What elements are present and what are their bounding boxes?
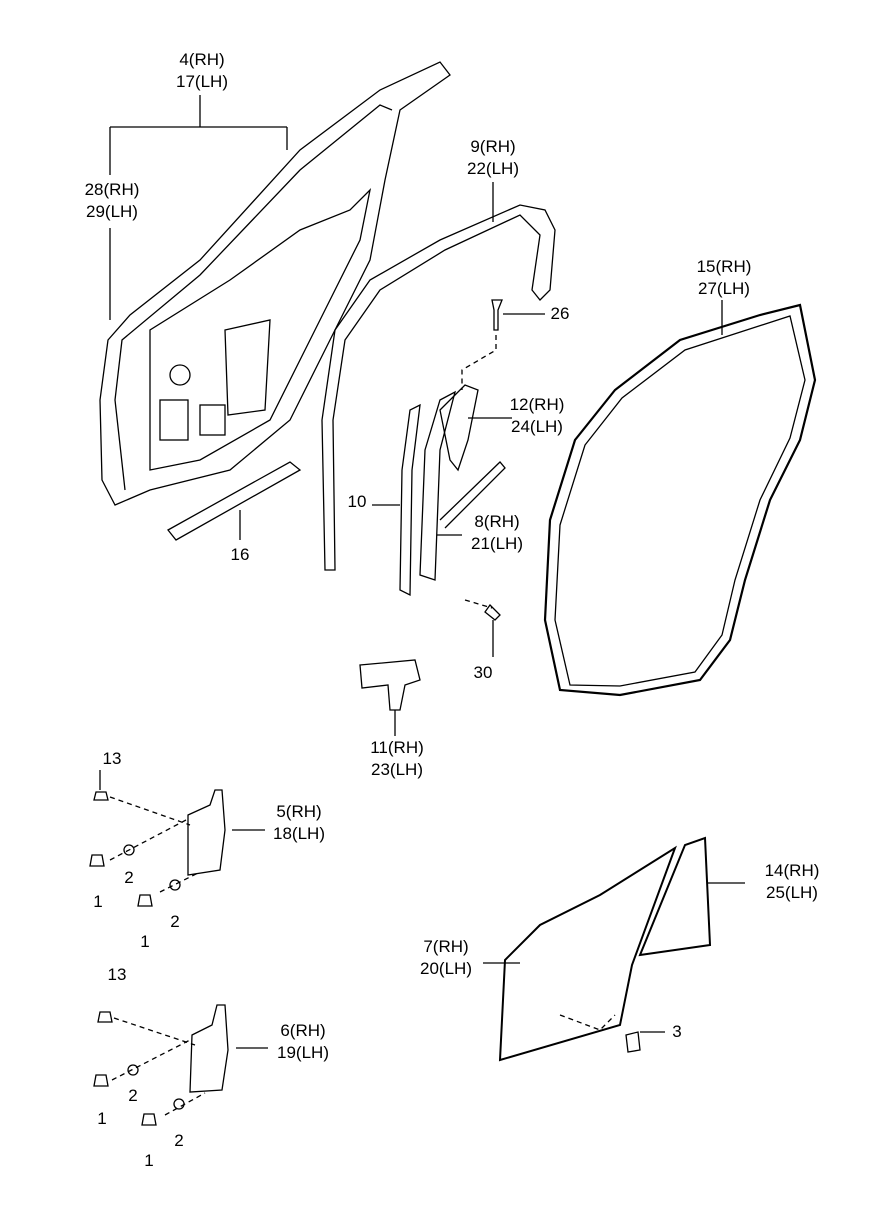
label-bolt-1a: 1: [93, 892, 103, 911]
label-bar-16: 16: [230, 545, 250, 564]
label-line: 18(LH): [273, 824, 325, 843]
label-line: 15(RH): [696, 257, 752, 276]
label-washer-2b: 2: [170, 912, 180, 931]
label-line: 24(LH): [511, 417, 563, 436]
label-line: 19(LH): [277, 1043, 329, 1062]
label-line: 7(RH): [423, 937, 469, 956]
label-washer-2c: 2: [128, 1086, 138, 1105]
label-screw-26: 26: [550, 304, 570, 323]
cover-11-drawing: [359, 659, 421, 711]
label-washer-2d: 2: [174, 1131, 184, 1150]
label-channel-8: 8(RH) 21(LH): [471, 511, 523, 555]
quarter-glass-drawing: [638, 836, 712, 957]
label-door-glass: 7(RH) 20(LH): [420, 936, 472, 980]
label-line: 5(RH): [276, 802, 322, 821]
label-line: 14(RH): [764, 861, 820, 880]
label-line: 27(LH): [698, 279, 750, 298]
door-glass-drawing: [498, 845, 677, 1062]
label-bolt-1b: 1: [140, 932, 150, 951]
label-line: 11(RH): [370, 738, 424, 757]
label-door-assy: 28(RH) 29(LH): [85, 179, 140, 223]
label-bolt-30: 30: [473, 663, 493, 682]
label-line: 22(LH): [467, 159, 519, 178]
label-hinge-lower: 6(RH) 19(LH): [277, 1020, 329, 1064]
label-bolt-13-upper: 13: [102, 749, 122, 768]
label-line: 8(RH): [474, 512, 520, 531]
label-line: 23(LH): [371, 760, 423, 779]
label-line: 6(RH): [280, 1021, 326, 1040]
label-quarter-glass: 14(RH) 25(LH): [765, 860, 820, 904]
label-clip-3: 3: [672, 1022, 682, 1041]
label-washer-2a: 2: [124, 868, 134, 887]
bar-16-drawing: [167, 461, 302, 541]
label-line: 29(LH): [86, 202, 138, 221]
label-bolt-1c: 1: [97, 1109, 107, 1128]
label-line: 25(LH): [766, 883, 818, 902]
door-panel-drawing: [99, 61, 451, 506]
weatherstrip-15-drawing: [543, 303, 817, 697]
label-door-panel: 4(RH) 17(LH): [176, 49, 228, 93]
label-line: 21(LH): [471, 534, 523, 553]
label-bolt-1d: 1: [144, 1151, 154, 1170]
label-channel-10: 10: [347, 492, 367, 511]
label-cover-11: 11(RH) 23(LH): [370, 737, 424, 781]
label-line: 28(RH): [84, 180, 140, 199]
label-line: 4(RH): [179, 50, 225, 69]
label-line: 17(LH): [176, 72, 228, 91]
label-bolt-13-lower: 13: [107, 965, 127, 984]
weatherstrip-9-drawing: [321, 204, 556, 571]
label-line: 20(LH): [420, 959, 472, 978]
label-line: 12(RH): [509, 395, 565, 414]
label-line: 9(RH): [470, 137, 516, 156]
hinge-upper-drawing: [187, 789, 226, 876]
hinge-lower-drawing: [189, 1004, 229, 1093]
label-body-weatherstrip: 15(RH) 27(LH): [697, 256, 752, 300]
label-hinge-upper: 5(RH) 18(LH): [273, 801, 325, 845]
label-weatherstrip-frame: 9(RH) 22(LH): [467, 136, 519, 180]
label-channel-12: 12(RH) 24(LH): [510, 394, 565, 438]
